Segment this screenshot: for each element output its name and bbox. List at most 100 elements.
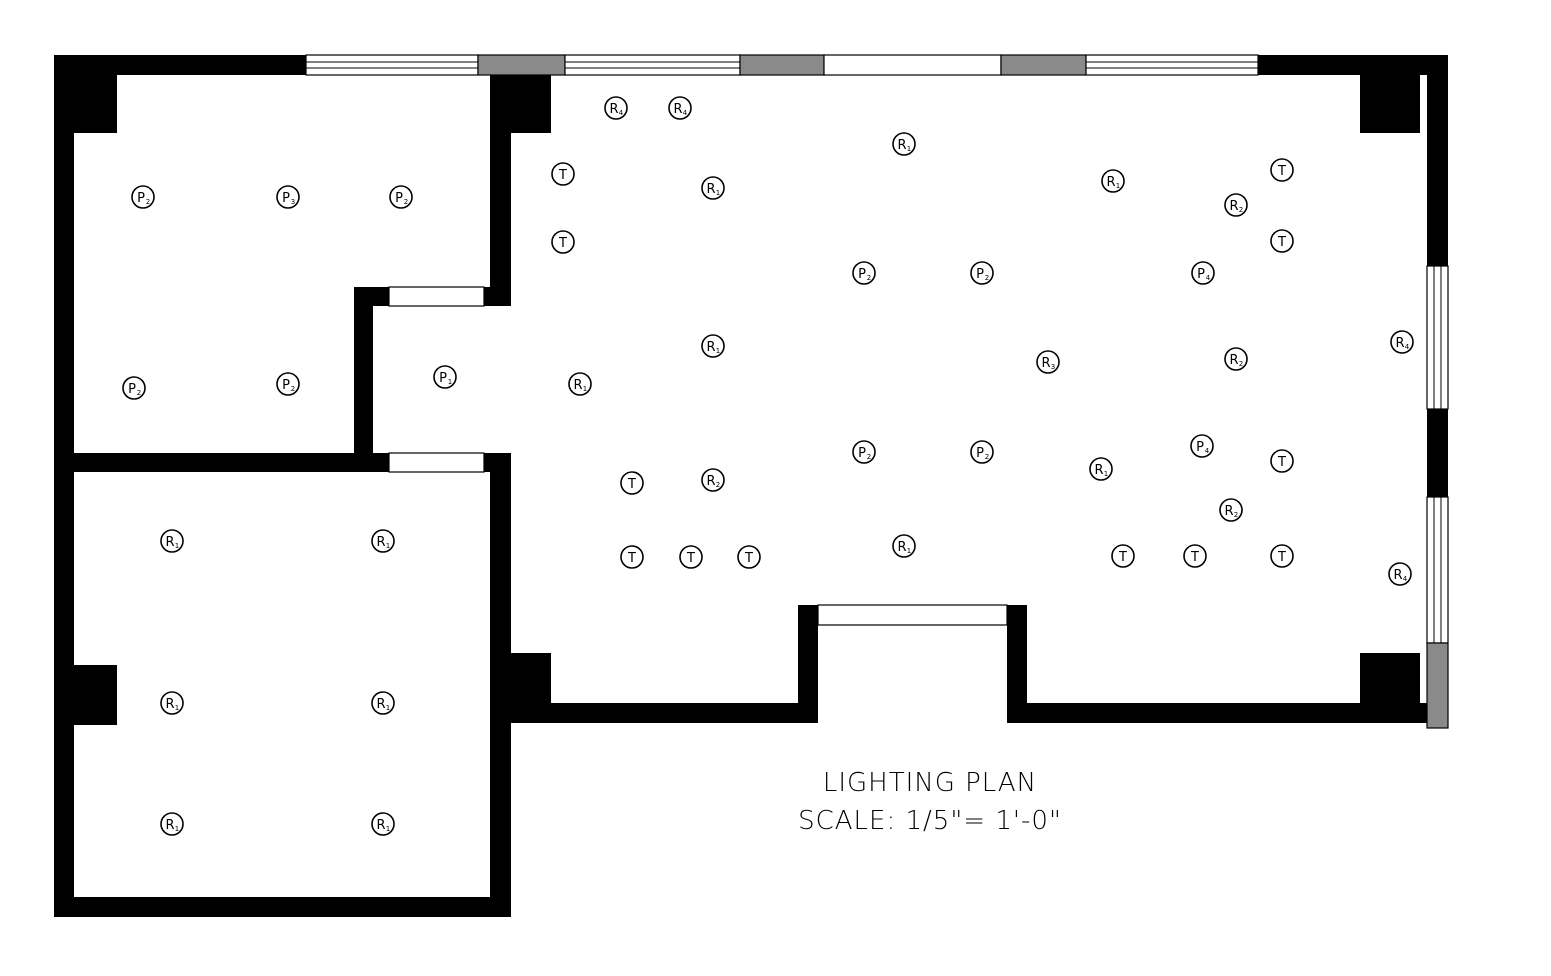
fixture-type-label: P — [137, 191, 145, 206]
fixture-subscript: 2 — [404, 198, 408, 206]
fixture-ring — [1089, 457, 1113, 481]
fixture-type-label: R — [1224, 504, 1233, 519]
wall-bay-left — [798, 605, 818, 723]
fixture-type-label: T — [558, 168, 567, 183]
fixture-ring — [668, 96, 692, 120]
fixture-ring — [1111, 544, 1135, 568]
fixture-type-label: T — [1277, 550, 1286, 565]
fixture-type-label: R — [897, 540, 906, 555]
fixture-subscript: 2 — [867, 274, 871, 282]
fixture-type-label: R — [165, 697, 174, 712]
opening-bay — [817, 604, 1008, 626]
fixture-subscript: 1 — [175, 542, 179, 550]
fixture-ring — [160, 529, 184, 553]
fixture-type-label: T — [744, 551, 753, 566]
fixture-t: T — [620, 471, 644, 495]
fixture-type-label: T — [627, 551, 636, 566]
wall-right-upper — [1427, 55, 1448, 266]
fixture-type-label: R — [165, 818, 174, 833]
fixture-subscript: 2 — [1239, 360, 1243, 368]
window-right-1 — [1426, 265, 1449, 410]
fixture-ring — [970, 440, 994, 464]
fixture-ring — [568, 372, 592, 396]
window-panel-3 — [1000, 54, 1087, 76]
windows — [305, 54, 1449, 729]
fixture-subscript: 4 — [1405, 343, 1410, 351]
fixture-ring — [371, 691, 395, 715]
fixture-type-label: T — [627, 477, 636, 492]
fixture-type-label: P — [395, 191, 403, 206]
fixture-type-label: R — [1393, 568, 1402, 583]
fixture-ring — [604, 96, 628, 120]
fixture-subscript: 1 — [175, 825, 179, 833]
fixture-ring — [737, 545, 761, 569]
fixture-subscript: 2 — [291, 385, 295, 393]
fixture-ring — [892, 534, 916, 558]
fixture-type-label: T — [1190, 550, 1199, 565]
fixture-subscript: 1 — [386, 825, 390, 833]
fixture-subscript: 3 — [291, 198, 295, 206]
fixture-subscript: 1 — [386, 542, 390, 550]
fixture-type-label: P — [976, 267, 984, 282]
fixture-type-label: P — [128, 382, 136, 397]
opening-corridor-bottom — [388, 452, 485, 473]
fixture-ring — [701, 176, 725, 200]
window-top-2 — [564, 54, 741, 76]
fixture-ring — [1219, 498, 1243, 522]
wall-corridor-top-r — [484, 287, 511, 306]
fixture-ring — [1224, 347, 1248, 371]
fixture-subscript: 3 — [1051, 363, 1055, 371]
fixture-subscript: 1 — [386, 704, 390, 712]
fixture-ring — [892, 132, 916, 156]
fixture-type-label: T — [558, 236, 567, 251]
fixture-type-label: T — [1277, 455, 1286, 470]
fixture-subscript: 4 — [1205, 447, 1210, 455]
window-panel-right — [1426, 642, 1449, 729]
fixture-subscript: 2 — [1234, 511, 1238, 519]
fixture-subscript: 4 — [683, 109, 688, 117]
fixture-t: T — [1270, 449, 1294, 473]
window-top-3 — [823, 54, 1002, 76]
plan-scale: SCALE: 1/5"= 1'-0" — [798, 806, 1062, 836]
fixture-subscript: 2 — [985, 274, 989, 282]
window-panel-2 — [739, 54, 825, 76]
fixture-ring — [551, 162, 575, 186]
fixture-type-label: R — [1229, 353, 1238, 368]
fixture-subscript: 2 — [867, 453, 871, 461]
fixture-subscript: 2 — [137, 389, 141, 397]
fixture-type-label: R — [1395, 336, 1404, 351]
column-left-mid — [54, 665, 117, 725]
fixture-ring — [1270, 158, 1294, 182]
fixture-ring — [1190, 434, 1214, 458]
fixture-ring — [852, 261, 876, 285]
wall-corridor-left — [354, 287, 373, 472]
fixture-subscript: 1 — [175, 704, 179, 712]
fixture-type-label: T — [686, 551, 695, 566]
fixture-subscript: 2 — [716, 481, 720, 489]
fixture-subscript: 2 — [146, 198, 150, 206]
fixture-ring — [1390, 330, 1414, 354]
fixture-type-label: P — [1196, 440, 1204, 455]
fixture-ring — [701, 468, 725, 492]
fixture-subscript: 1 — [1104, 470, 1108, 478]
fixture-type-label: P — [282, 191, 290, 206]
fixture-t: T — [737, 545, 761, 569]
fixture-t: T — [551, 230, 575, 254]
fixture-type-label: R — [376, 818, 385, 833]
